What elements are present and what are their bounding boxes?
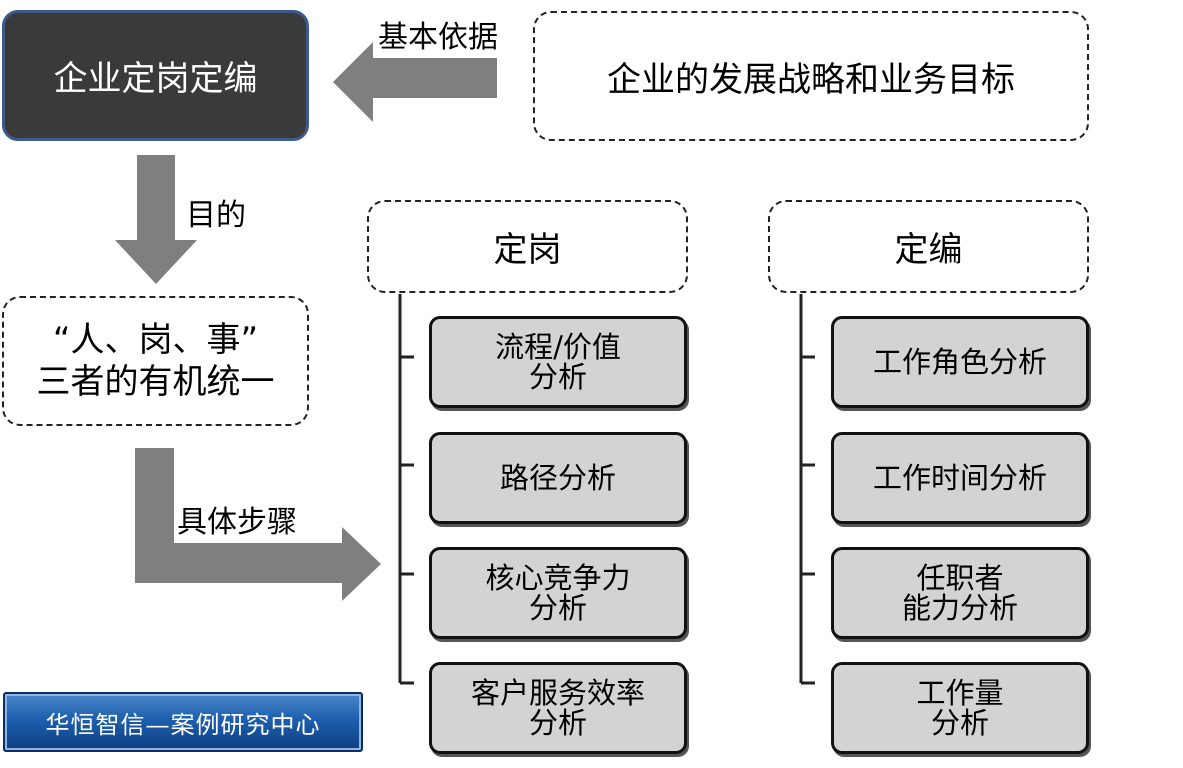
item-line-2: 能力分析 bbox=[901, 591, 1018, 625]
ding-gang-header: 定岗 bbox=[367, 200, 688, 293]
item-line-1: 工作时间分析 bbox=[872, 460, 1047, 495]
item-line-1: 工作量 bbox=[916, 675, 1004, 710]
unity-box: “人、岗、事” 三者的有机统一 bbox=[2, 296, 309, 426]
item-line-2: 分析 bbox=[528, 360, 587, 394]
ding-bian-header: 定编 bbox=[768, 200, 1089, 293]
item-line-2: 分析 bbox=[930, 706, 989, 740]
strategy-box-label: 企业的发展战略和业务目标 bbox=[607, 59, 1015, 100]
ding-gang-header-label: 定岗 bbox=[493, 230, 562, 270]
purpose-arrow bbox=[115, 155, 197, 284]
ding-gang-item-3: 核心竞争力 分析 bbox=[429, 547, 687, 639]
ding-bian-item-2: 工作时间分析 bbox=[831, 432, 1089, 524]
item-line-1: 核心竞争力 bbox=[485, 560, 631, 595]
main-box: 企业定岗定编 bbox=[2, 10, 309, 141]
ding-gang-item-1: 流程/价值 分析 bbox=[429, 316, 687, 408]
ding-bian-item-3: 任职者 能力分析 bbox=[831, 547, 1089, 639]
ding-bian-tree bbox=[799, 294, 815, 685]
logo-text: 华恒智信—案例研究中心 bbox=[45, 710, 321, 739]
logo-badge: 华恒智信—案例研究中心 bbox=[3, 692, 363, 752]
item-line-1: 客户服务效率 bbox=[470, 675, 645, 710]
item-line-1: 工作角色分析 bbox=[872, 344, 1047, 379]
ding-bian-item-4: 工作量 分析 bbox=[831, 662, 1089, 754]
strategy-box: 企业的发展战略和业务目标 bbox=[533, 11, 1089, 141]
item-line-1: 任职者 bbox=[916, 560, 1004, 595]
unity-line-2: 三者的有机统一 bbox=[36, 362, 275, 402]
purpose-label: 目的 bbox=[186, 198, 246, 233]
steps-label: 具体步骤 bbox=[177, 505, 297, 540]
item-line-1: 流程/价值 bbox=[495, 329, 621, 364]
ding-gang-item-2: 路径分析 bbox=[429, 432, 687, 524]
unity-line-1: “人、岗、事” bbox=[52, 319, 259, 360]
ding-bian-item-1: 工作角色分析 bbox=[831, 316, 1089, 408]
item-line-2: 分析 bbox=[528, 591, 587, 625]
basis-label: 基本依据 bbox=[378, 20, 498, 55]
ding-gang-tree bbox=[398, 294, 414, 685]
ding-bian-header-label: 定编 bbox=[894, 230, 963, 270]
main-box-label: 企业定岗定编 bbox=[53, 59, 258, 99]
basis-arrow bbox=[333, 42, 497, 122]
steps-arrow bbox=[135, 448, 381, 601]
item-line-2: 分析 bbox=[528, 706, 587, 740]
ding-gang-item-4: 客户服务效率 分析 bbox=[429, 662, 687, 754]
item-line-1: 路径分析 bbox=[499, 460, 616, 495]
